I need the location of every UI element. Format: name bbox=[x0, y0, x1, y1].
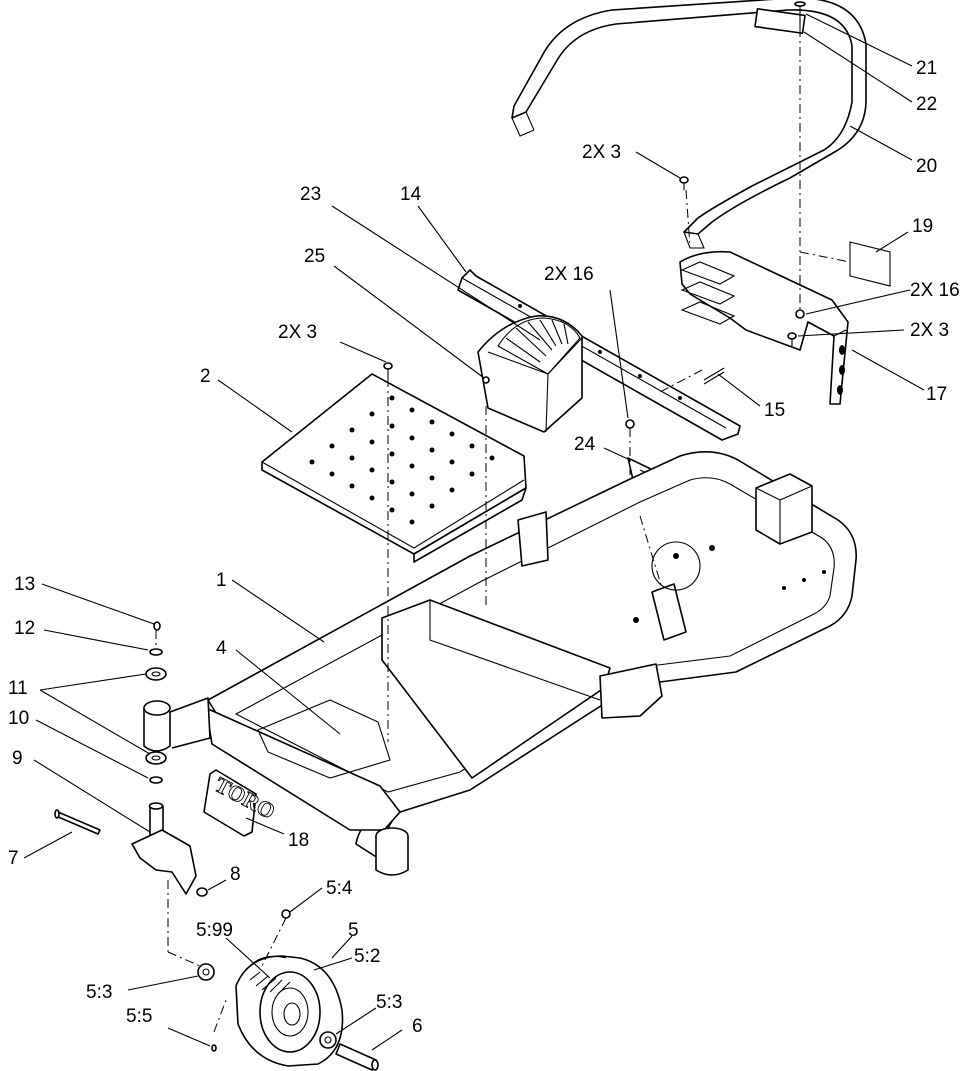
logo-plate-part-18: TORO bbox=[203, 769, 280, 837]
callout-4: 4 bbox=[216, 638, 227, 659]
callout-2x3-handle: 2X 3 bbox=[582, 142, 621, 163]
assembly-lines bbox=[155, 28, 851, 1033]
callout-labels: 21 22 20 2X 3 23 14 19 25 2X 16 2X 16 2X… bbox=[8, 58, 960, 1037]
bolt-part-3-floor bbox=[383, 362, 393, 378]
callout-12: 12 bbox=[14, 618, 35, 639]
bearing-part-11-lower bbox=[145, 751, 167, 765]
callout-20: 20 bbox=[916, 156, 937, 177]
bolt-part-13 bbox=[153, 621, 161, 631]
callout-7: 7 bbox=[8, 848, 19, 869]
spacer-part-10 bbox=[149, 776, 163, 784]
caster-assembly bbox=[54, 621, 211, 897]
switch-housing-part-23 bbox=[477, 315, 583, 433]
callout-6: 6 bbox=[412, 1016, 423, 1037]
callout-13: 13 bbox=[14, 574, 35, 595]
handle-bar-part-20 bbox=[511, 0, 867, 249]
bolt-part-3-bracket bbox=[787, 332, 797, 346]
callout-8: 8 bbox=[230, 864, 241, 885]
screw-part-25 bbox=[482, 376, 490, 384]
callout-5-5: 5:5 bbox=[126, 1006, 152, 1027]
callout-1: 1 bbox=[216, 570, 227, 591]
callout-5-3-right: 5:3 bbox=[376, 992, 402, 1013]
callout-2: 2 bbox=[200, 366, 211, 387]
callout-22: 22 bbox=[916, 94, 937, 115]
nut-part-16-bracket bbox=[795, 309, 805, 319]
axle-bolt-part-7 bbox=[54, 809, 101, 835]
bearing-part-5-3-left bbox=[197, 963, 215, 981]
decal-part-19 bbox=[849, 241, 891, 287]
callout-21: 21 bbox=[916, 58, 937, 79]
callout-5: 5 bbox=[348, 920, 359, 941]
callout-2x3-floor: 2X 3 bbox=[278, 322, 317, 343]
callout-2x16-bar: 2X 16 bbox=[544, 264, 594, 285]
bolt-part-3-handle bbox=[679, 176, 689, 190]
cross-bar-part-14 bbox=[457, 269, 741, 441]
caster-housing bbox=[143, 697, 211, 752]
callout-5-4: 5:4 bbox=[326, 878, 353, 899]
bearing-part-11-upper bbox=[145, 667, 167, 681]
caster-fork-part-9 bbox=[131, 802, 197, 895]
callout-14: 14 bbox=[400, 184, 422, 205]
mount-plate-part-22 bbox=[754, 7, 806, 35]
callout-18: 18 bbox=[288, 830, 309, 851]
callout-19: 19 bbox=[912, 216, 933, 237]
rear-bracket-part-17 bbox=[679, 250, 849, 405]
callout-5-99: 5:99 bbox=[196, 920, 233, 941]
callout-2x3-bracket: 2X 3 bbox=[910, 320, 949, 341]
callout-10: 10 bbox=[8, 708, 29, 729]
callout-17: 17 bbox=[926, 384, 947, 405]
bolt-part-21 bbox=[794, 1, 806, 28]
floor-plate-holes bbox=[309, 395, 495, 525]
nut-part-16-bar bbox=[625, 419, 635, 429]
callout-23: 23 bbox=[300, 184, 321, 205]
nut-part-8 bbox=[196, 887, 208, 897]
main-frame-part-1 bbox=[205, 451, 857, 876]
callout-25: 25 bbox=[304, 246, 325, 267]
callout-11: 11 bbox=[8, 678, 28, 699]
bolt-part-15 bbox=[703, 367, 725, 385]
front-pan-part-4 bbox=[257, 699, 391, 779]
washer-part-12 bbox=[149, 648, 163, 656]
callout-5-3-left: 5:3 bbox=[86, 982, 112, 1003]
wheel-part-5 bbox=[197, 909, 379, 1071]
callout-24: 24 bbox=[574, 434, 596, 455]
tread-decal-part-5-99 bbox=[247, 955, 291, 995]
callout-9: 9 bbox=[12, 748, 23, 769]
callout-5-2: 5:2 bbox=[354, 946, 380, 967]
bearing-part-5-3-right bbox=[319, 1031, 337, 1049]
callout-2x16-bracket: 2X 16 bbox=[910, 280, 960, 301]
callout-15: 15 bbox=[764, 400, 785, 421]
fitting-part-5-5 bbox=[211, 1044, 217, 1052]
valve-part-5-4 bbox=[281, 909, 291, 919]
leader-lines bbox=[23, 13, 925, 1051]
axle-part-6 bbox=[335, 1043, 379, 1071]
floor-plate-part-2 bbox=[261, 373, 527, 563]
